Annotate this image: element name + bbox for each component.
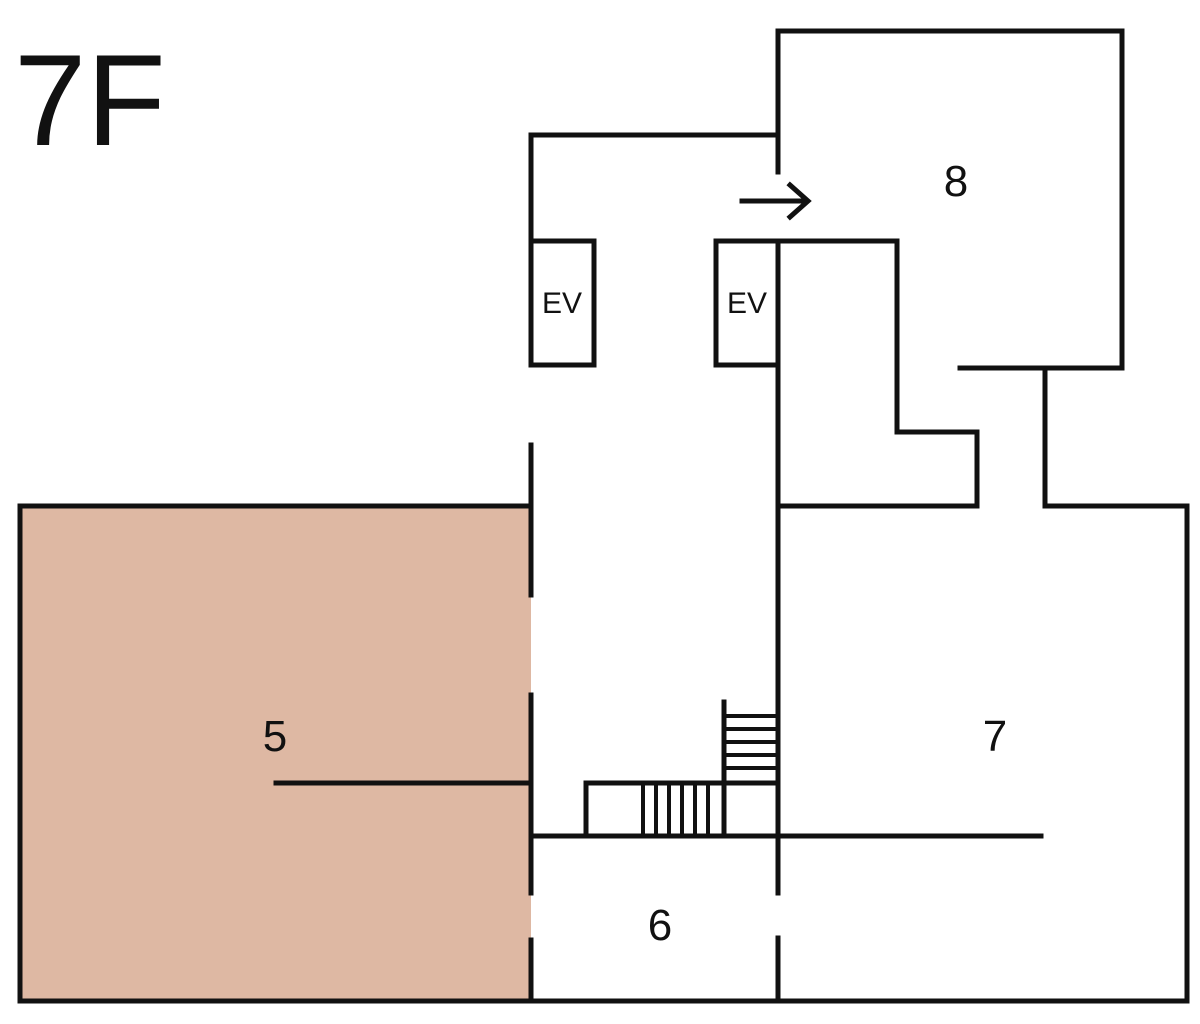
room-6-label: 6 (648, 901, 672, 950)
elevator-label: EV (727, 287, 767, 320)
stairs-icon (583, 699, 781, 839)
elevator-label: EV (542, 287, 582, 320)
room-7-label: 7 (983, 712, 1007, 761)
elevator-left: EV (528, 238, 597, 368)
arrow-right-icon (739, 181, 812, 221)
elevator-right: EV (713, 238, 781, 368)
room-8-label: 8 (944, 157, 968, 206)
floor-label: 7F (14, 27, 166, 173)
room-5-area[interactable] (20, 506, 531, 1001)
room-5-label: 5 (263, 712, 287, 761)
